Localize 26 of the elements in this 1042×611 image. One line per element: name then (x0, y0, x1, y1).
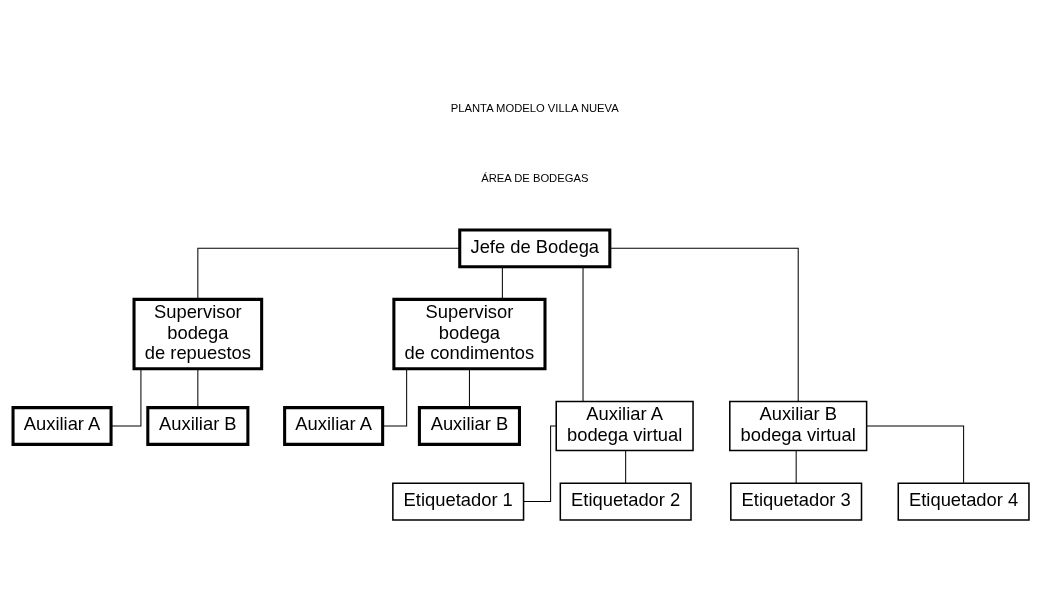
node-box: Supervisor bodega de condimentos (392, 297, 547, 371)
node-box: Etiquetador 3 (730, 482, 863, 521)
node-box: Etiquetador 1 (392, 482, 525, 521)
connector (197, 247, 461, 300)
connector (382, 368, 408, 427)
connector (110, 368, 142, 427)
connector (468, 368, 470, 408)
node-box: Etiquetador 4 (897, 482, 1030, 521)
node-box: Auxiliar B (146, 406, 250, 446)
connector (501, 266, 503, 300)
label: PLANTA MODELO VILLA NUEVA (450, 102, 619, 115)
connector (609, 247, 799, 402)
connector (795, 450, 797, 484)
node-box: Supervisor bodega de repuestos (132, 297, 264, 371)
node-box: Auxiliar A bodega virtual (555, 400, 694, 452)
connector (582, 266, 584, 402)
node-box: Etiquetador 2 (559, 482, 692, 521)
label: ÁREA DE BODEGAS (481, 171, 589, 184)
node-box: Auxiliar B bodega virtual (729, 400, 868, 452)
node-box: Auxiliar A (283, 406, 385, 446)
node-box: Auxiliar B (417, 406, 521, 446)
node-box: Auxiliar A (11, 406, 113, 446)
connector (625, 450, 627, 484)
connector (197, 368, 199, 408)
node-box: Jefe de Bodega (458, 228, 612, 269)
connector (866, 425, 965, 484)
